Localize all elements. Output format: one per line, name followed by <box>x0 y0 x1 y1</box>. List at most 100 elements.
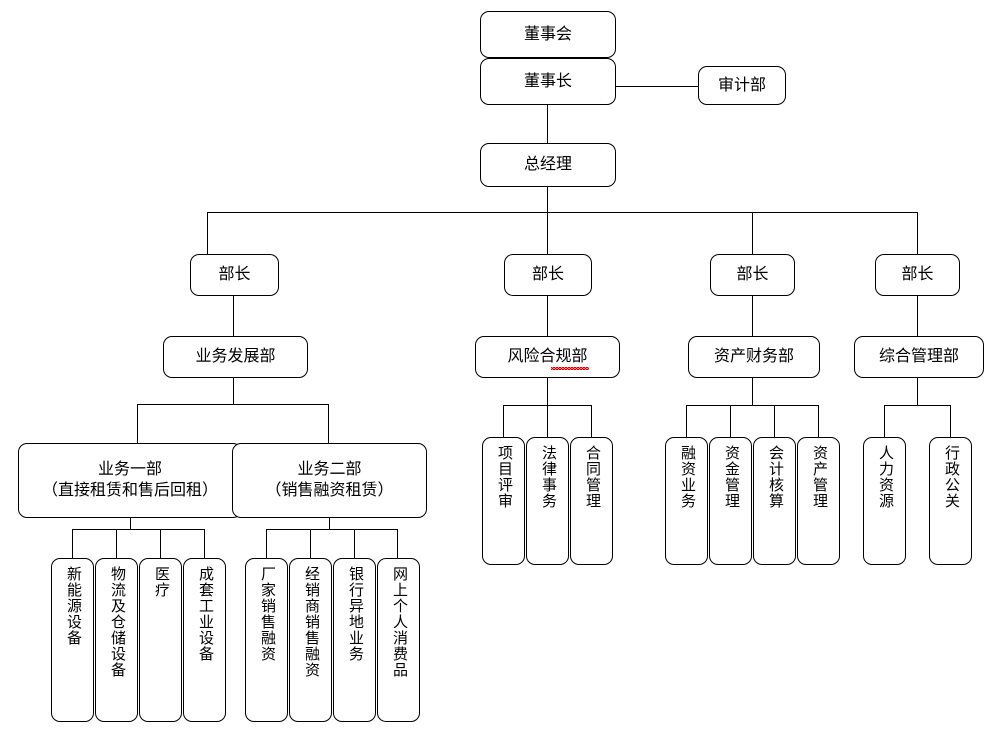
node-department-risk-compliance-label: 风险合规部 <box>507 348 588 366</box>
node-division-business-unit-2[interactable]: 业务二部 （销售融资租赁） <box>232 443 427 518</box>
connector-finance-drop <box>752 378 753 405</box>
node-team-medical[interactable]: 医疗 <box>139 558 182 722</box>
node-department-general-admin-label: 综合管理部 <box>878 348 959 366</box>
connector-bus-manager-4 <box>917 212 918 254</box>
node-team-online-personal-consumer-goods[interactable]: 网上个人消费品 <box>377 558 420 722</box>
node-team-new-energy-equipment[interactable]: 新能源设备 <box>51 558 94 722</box>
node-team-human-resources[interactable]: 人力资源 <box>863 437 906 565</box>
node-team-administration-public-relations-label: 行政公关 <box>943 445 959 509</box>
connector-bus-departments <box>207 212 918 213</box>
connector-risk-drop <box>547 378 548 405</box>
node-team-fund-management-label: 资金管理 <box>723 445 739 509</box>
node-team-fund-management[interactable]: 资金管理 <box>709 437 752 565</box>
node-team-project-review[interactable]: 项目评审 <box>482 437 525 565</box>
connector-bizdev-division1 <box>137 404 138 443</box>
connector-finance-team-4 <box>818 405 819 437</box>
node-team-asset-management[interactable]: 资产管理 <box>797 437 840 565</box>
connector-unit1-team-1 <box>72 529 73 558</box>
node-board-of-directors-label: 董事会 <box>523 25 572 43</box>
connector-unit1-team-2 <box>116 529 117 558</box>
node-manager-2-label: 部长 <box>531 266 564 284</box>
node-team-contract-management-label: 合同管理 <box>584 445 600 509</box>
node-general-manager[interactable]: 总经理 <box>480 143 616 187</box>
connector-risk-team-3 <box>591 405 592 437</box>
connector-bus-manager-3 <box>752 212 753 254</box>
node-team-asset-management-label: 资产管理 <box>811 445 827 509</box>
node-audit-department[interactable]: 审计部 <box>698 66 786 105</box>
node-manager-1[interactable]: 部长 <box>190 254 279 296</box>
connector-admin-drop <box>917 378 918 405</box>
connector-finance-team-1 <box>686 405 687 437</box>
node-team-medical-label: 医疗 <box>153 566 169 598</box>
connector-unit2-team-2 <box>310 529 311 558</box>
node-department-risk-compliance[interactable]: 风险合规部 <box>475 336 620 378</box>
node-chairman-label: 董事长 <box>523 72 572 90</box>
node-team-financing-business[interactable]: 融资业务 <box>665 437 708 565</box>
node-team-manufacturer-sales-financing[interactable]: 厂家销售融资 <box>245 558 288 722</box>
node-manager-2[interactable]: 部长 <box>504 254 592 296</box>
node-division-business-unit-2-line2: （销售融资租赁） <box>265 481 394 499</box>
node-department-business-development[interactable]: 业务发展部 <box>163 336 308 378</box>
connector-finance-team-3 <box>774 405 775 437</box>
node-team-logistics-warehousing-equipment-label: 物流及仓储设备 <box>109 566 125 678</box>
connector-unit2-team-1 <box>266 529 267 558</box>
node-team-human-resources-label: 人力资源 <box>877 445 893 509</box>
connector-admin-team-1 <box>884 405 885 437</box>
connector-unit1-drop <box>130 518 131 529</box>
connector-unit2-team-3 <box>354 529 355 558</box>
connector-bizdev-division2 <box>328 404 329 443</box>
connector-manager2-dept2 <box>547 296 548 336</box>
node-division-business-unit-1[interactable]: 业务一部 （直接租赁和售后回租） <box>18 443 242 518</box>
connector-manager4-dept4 <box>917 296 918 336</box>
node-team-dealer-sales-financing-label: 经销商销售融资 <box>303 566 319 678</box>
node-chairman[interactable]: 董事长 <box>480 58 616 105</box>
node-team-accounting[interactable]: 会计核算 <box>753 437 796 565</box>
node-manager-3[interactable]: 部长 <box>710 254 795 296</box>
connector-finance-bus <box>686 405 819 406</box>
node-division-business-unit-2-line1: 业务二部 <box>297 460 362 478</box>
connector-finance-team-2 <box>730 405 731 437</box>
node-division-business-unit-1-line1: 业务一部 <box>97 460 162 478</box>
connector-bus-manager-1 <box>207 212 208 254</box>
node-team-bank-remote-business-label: 银行异地业务 <box>347 566 363 662</box>
connector-unit2-bus <box>266 529 398 530</box>
connector-bizdev-drop <box>233 378 234 404</box>
connector-chairman-audit <box>616 86 698 87</box>
node-board-of-directors[interactable]: 董事会 <box>480 11 616 58</box>
node-team-contract-management[interactable]: 合同管理 <box>570 437 613 565</box>
connector-unit2-drop <box>329 518 330 529</box>
node-team-bank-remote-business[interactable]: 银行异地业务 <box>333 558 376 722</box>
connector-gm-bus <box>547 187 548 212</box>
connector-risk-team-1 <box>503 405 504 437</box>
connector-manager3-dept3 <box>752 296 753 336</box>
node-department-asset-finance[interactable]: 资产财务部 <box>688 336 820 378</box>
node-team-online-personal-consumer-goods-label: 网上个人消费品 <box>391 566 407 678</box>
node-team-project-review-label: 项目评审 <box>496 445 512 509</box>
node-general-manager-label: 总经理 <box>523 156 572 174</box>
connector-chairman-gm <box>547 105 548 143</box>
node-team-legal-affairs-label: 法律事务 <box>540 445 556 509</box>
node-team-new-energy-equipment-label: 新能源设备 <box>65 566 81 646</box>
node-team-complete-industrial-equipment[interactable]: 成套工业设备 <box>183 558 226 722</box>
node-team-logistics-warehousing-equipment[interactable]: 物流及仓储设备 <box>95 558 138 722</box>
node-audit-department-label: 审计部 <box>717 76 766 94</box>
connector-bus-manager-2 <box>547 212 548 254</box>
node-team-administration-public-relations[interactable]: 行政公关 <box>929 437 972 565</box>
spellcheck-underline-risk-compliance <box>551 367 589 370</box>
node-team-dealer-sales-financing[interactable]: 经销商销售融资 <box>289 558 332 722</box>
node-department-general-admin[interactable]: 综合管理部 <box>854 336 984 378</box>
connector-unit1-team-3 <box>160 529 161 558</box>
connector-unit1-team-4 <box>204 529 205 558</box>
connector-risk-team-2 <box>547 405 548 437</box>
node-manager-3-label: 部长 <box>736 266 769 284</box>
node-manager-4[interactable]: 部长 <box>875 254 960 296</box>
node-team-legal-affairs[interactable]: 法律事务 <box>526 437 569 565</box>
node-team-complete-industrial-equipment-label: 成套工业设备 <box>197 566 213 662</box>
node-team-financing-business-label: 融资业务 <box>679 445 695 509</box>
connector-manager1-dept1 <box>233 296 234 336</box>
connector-admin-team-2 <box>950 405 951 437</box>
node-department-asset-finance-label: 资产财务部 <box>713 348 794 366</box>
connector-unit1-bus <box>72 529 205 530</box>
node-manager-4-label: 部长 <box>901 266 934 284</box>
